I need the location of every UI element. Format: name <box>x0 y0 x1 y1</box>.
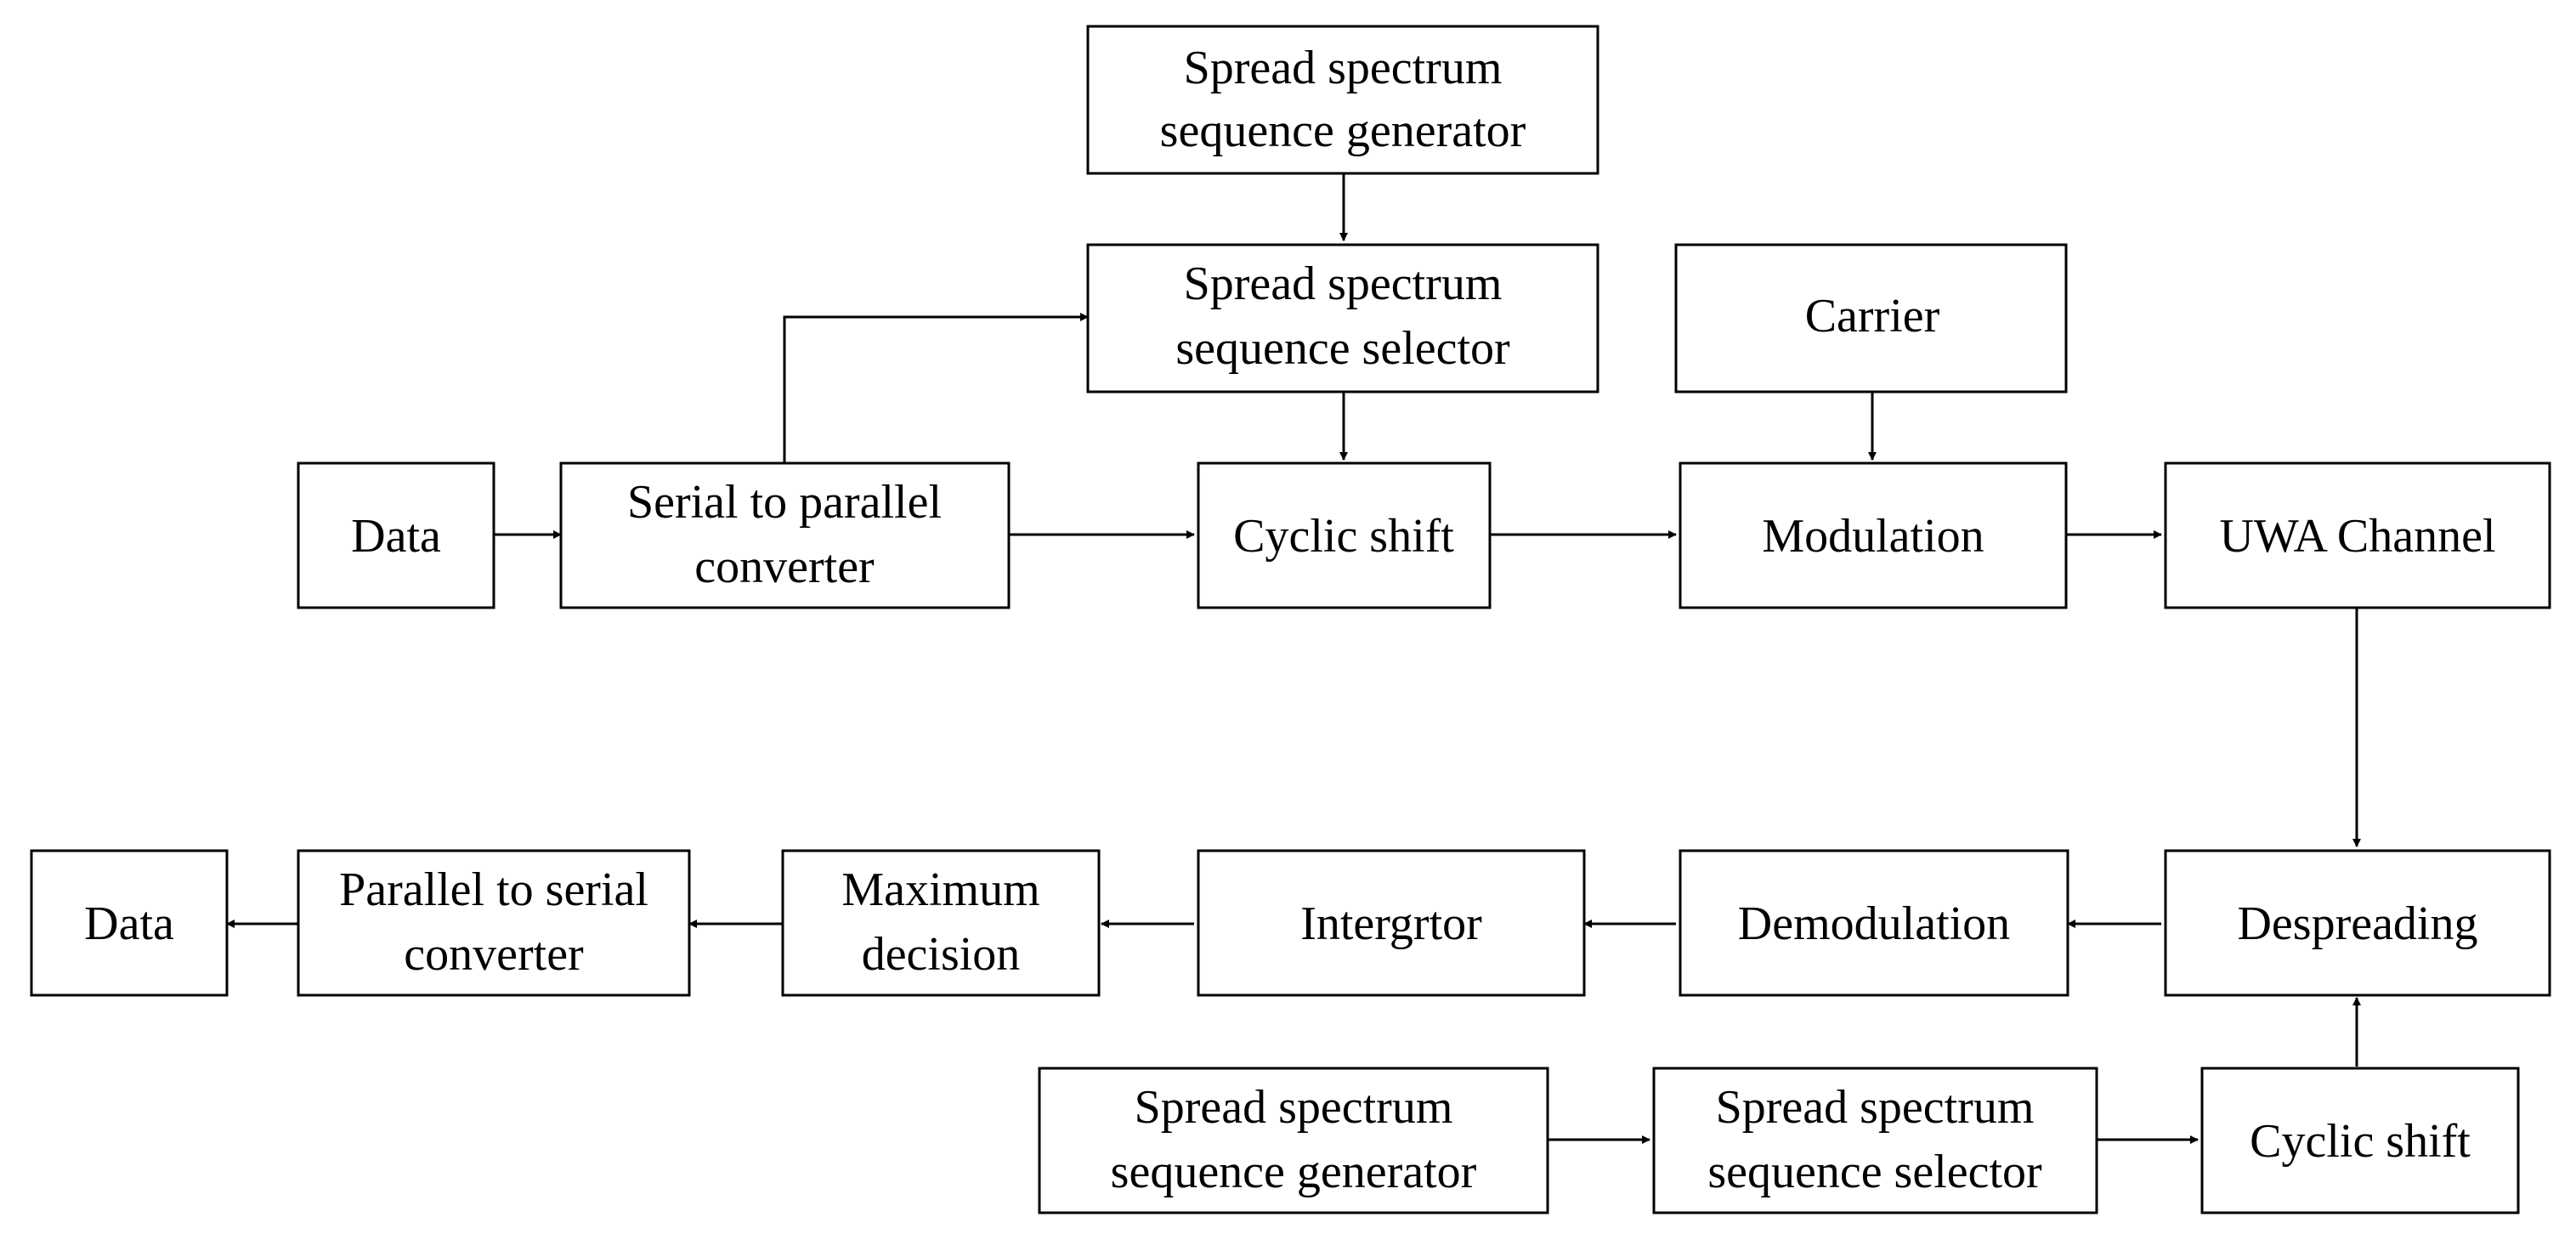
block-label-line: converter <box>694 541 875 593</box>
block-label-line: converter <box>404 928 584 981</box>
block-uwa-channel: UWA Channel <box>2164 461 2551 609</box>
block-label-line: Despreading <box>2237 897 2477 950</box>
block-label-line: Spread spectrum <box>1135 1081 1453 1134</box>
block-label-line: Demodulation <box>1738 897 2010 950</box>
block-tx-spread-spectrum-sequence-selector: Spread spectrum sequence selector <box>1086 243 1599 393</box>
block-carrier: Carrier <box>1674 243 2068 393</box>
block-label-line: Cyclic shift <box>1233 510 1454 563</box>
block-modulation: Modulation <box>1679 461 2068 609</box>
block-label-line: Serial to parallel <box>627 476 942 529</box>
block-rx-spread-spectrum-sequence-generator: Spread spectrum sequence generator <box>1038 1067 1549 1214</box>
block-label-line: Spread spectrum <box>1716 1081 2035 1134</box>
block-integrator: Intergrtor <box>1197 849 1586 997</box>
block-label-line: Spread spectrum <box>1184 42 1503 94</box>
block-label-line: Spread spectrum <box>1184 258 1503 310</box>
connections <box>226 173 2361 1144</box>
block-tx-cyclic-shift: Cyclic shift <box>1197 461 1492 609</box>
edge-s2p-to-tx-sel <box>783 313 1089 463</box>
block-label-line: Parallel to serial <box>339 863 648 916</box>
block-label-line: sequence selector <box>1175 322 1510 375</box>
block-label-line: Maximum <box>841 863 1039 916</box>
block-maximum-decision: Maximum decision <box>781 849 1101 997</box>
block-rx-spread-spectrum-sequence-selector: Spread spectrum sequence selector <box>1652 1067 2098 1214</box>
block-tx-spread-spectrum-sequence-generator: Spread spectrum sequence generator <box>1086 25 1599 175</box>
block-serial-to-parallel-converter: Serial to parallel converter <box>559 461 1011 609</box>
block-label-line: Cyclic shift <box>2250 1115 2471 1168</box>
block-label-line: Data <box>84 897 174 950</box>
block-data-output: Data <box>30 849 229 997</box>
block-label-line: decision <box>862 928 1021 981</box>
block-label-line: Modulation <box>1762 510 1984 563</box>
block-label-line: sequence generator <box>1111 1146 1477 1198</box>
block-label-line: Carrier <box>1805 290 1940 342</box>
block-despreading: Despreading <box>2164 849 2551 997</box>
block-label-line: Data <box>351 510 441 563</box>
block-demodulation: Demodulation <box>1679 849 2069 997</box>
block-label-line: UWA Channel <box>2219 510 2495 563</box>
block-rx-cyclic-shift: Cyclic shift <box>2200 1067 2520 1214</box>
block-label-line: Intergrtor <box>1300 897 1482 950</box>
block-label-line: sequence generator <box>1160 105 1526 157</box>
block-label-line: sequence selector <box>1707 1146 2042 1198</box>
block-parallel-to-serial-converter: Parallel to serial converter <box>297 849 691 997</box>
block-data-input: Data <box>297 461 495 609</box>
